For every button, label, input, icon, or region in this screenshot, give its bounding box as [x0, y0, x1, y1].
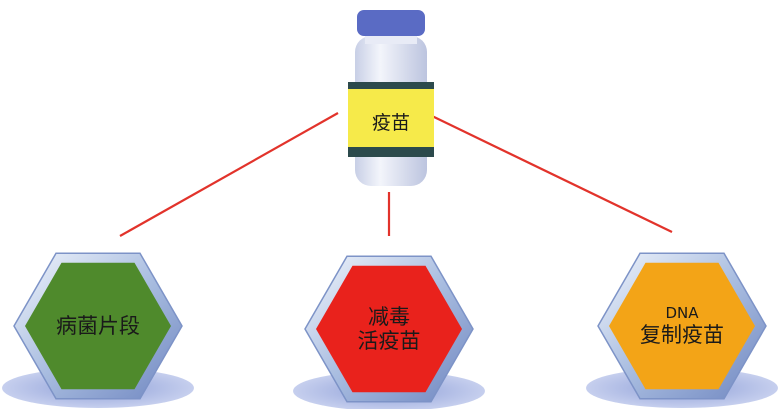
hexagon-fill: [609, 262, 755, 390]
node-dna: [586, 252, 778, 408]
vaccine-vial-icon: [348, 10, 434, 186]
vial-label-area: [348, 89, 434, 147]
node-label-line: 复制疫苗: [640, 322, 724, 347]
vial-label: 疫苗: [371, 112, 410, 134]
node-label-attenuated: 减毒活疫苗: [319, 284, 459, 374]
node-label-line: 减毒: [368, 304, 410, 329]
hexagon-fill: [316, 265, 462, 393]
node-attenuated: [293, 255, 485, 411]
vial-band-top: [348, 82, 434, 89]
connector-left: [119, 112, 339, 237]
vial-band-bottom: [348, 147, 434, 157]
vial-cap: [357, 10, 425, 36]
node-label-line: 活疫苗: [357, 329, 421, 353]
node-label-line: 病菌片段: [56, 313, 140, 338]
connector-right: [431, 115, 673, 233]
nodes-layer: [2, 252, 778, 411]
node-label-line: DNA: [665, 304, 699, 323]
hexagon-fill: [25, 262, 171, 390]
node-label-fragment: 病菌片段: [28, 281, 168, 371]
node-fragment: [2, 252, 194, 408]
